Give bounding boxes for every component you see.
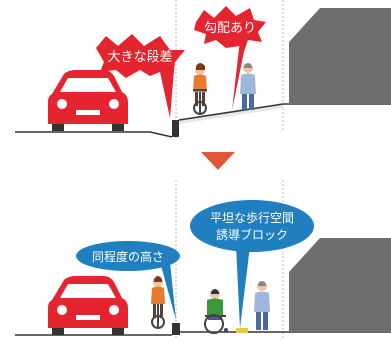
bottom-building	[289, 238, 391, 332]
callout-slope-text: 勾配あり	[204, 21, 256, 36]
tactile-paving-block	[236, 328, 248, 333]
callout-walkway-line1: 平坦な歩行空間	[210, 210, 294, 225]
callout-same-height-text: 同程度の高さ	[92, 249, 164, 264]
top-cyclist-icon	[193, 63, 207, 115]
bottom-car-icon	[48, 276, 128, 335]
callout-walkway-line2: 誘導ブロック	[216, 227, 288, 242]
callout-same-height: 同程度の高さ	[76, 241, 180, 320]
top-car-icon	[48, 70, 128, 131]
bottom-curb	[172, 323, 180, 335]
bottom-scene: 同程度の高さ 平坦な歩行空間 誘導ブロック	[15, 200, 391, 336]
top-curb	[172, 120, 179, 137]
callout-slope: 勾配あり	[194, 6, 266, 110]
callout-big-step: 大きな段差	[96, 34, 185, 118]
top-scene: 大きな段差 勾配あり	[15, 6, 391, 138]
top-pedestrian-icon	[240, 63, 256, 110]
callout-big-step-text: 大きな段差	[107, 50, 172, 65]
top-sloped-sidewalk	[179, 104, 283, 124]
bottom-pedestrian-icon	[254, 281, 270, 330]
boundary-lines	[175, 0, 284, 340]
top-building	[289, 8, 391, 104]
callout-walkway: 平坦な歩行空間 誘導ブロック	[190, 200, 314, 328]
bottom-cyclist-icon	[151, 276, 165, 329]
wheelchair-user-icon	[204, 289, 228, 334]
top-road-line	[15, 131, 173, 138]
down-arrow-icon	[201, 152, 235, 170]
